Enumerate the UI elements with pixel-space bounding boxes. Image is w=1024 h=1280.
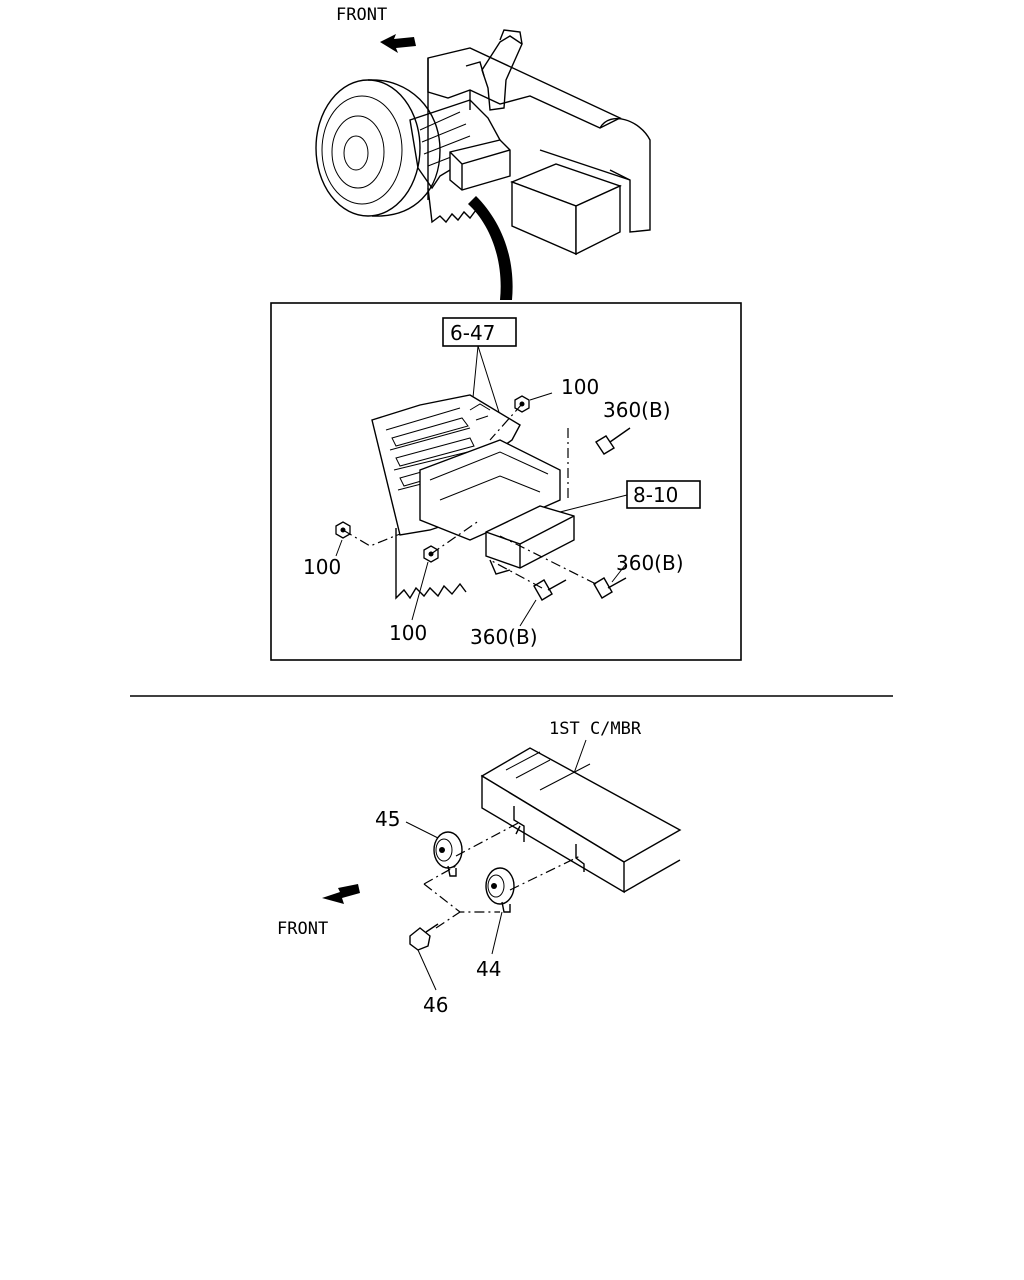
- ref-box-8-10: [626, 480, 701, 509]
- callout-nut-bottom: 100: [389, 621, 427, 645]
- front-arrow-icon: [322, 884, 360, 904]
- callout-bolt-bottom: 360(B): [470, 625, 538, 649]
- tire-illustration: [315, 79, 441, 217]
- frame-rail-illustration: [427, 47, 651, 233]
- member-label: 1ST C/MBR: [549, 719, 642, 739]
- crossmember-illustration: [480, 747, 682, 894]
- bolt-icon: [595, 427, 631, 455]
- front-arrow-icon: [380, 34, 416, 53]
- front-label-top: FRONT: [336, 5, 387, 25]
- bottom-horn-view: 1ST C/MBR: [277, 719, 682, 1017]
- callout-horn-lower: 44: [476, 957, 501, 981]
- callout-bolt-top: 360(B): [603, 398, 671, 422]
- bolt-icon: [533, 579, 567, 601]
- ref-label-8-10: 8-10: [633, 483, 678, 507]
- callout-bolt: 46: [423, 993, 448, 1017]
- relay-box-small: [449, 139, 511, 191]
- battery-box-illustration: [510, 149, 631, 256]
- top-vehicle-view: FRONT: [315, 5, 651, 300]
- horn-icon: [433, 831, 463, 877]
- detail-assembly: 6-47 8-10: [303, 317, 701, 649]
- ref-box-6-47: [442, 317, 517, 347]
- callout-bolt-right: 360(B): [616, 551, 684, 575]
- bracket-upright: [465, 29, 523, 111]
- callout-nut-top: 100: [561, 375, 599, 399]
- detail-pointer-arrow: [468, 196, 513, 300]
- horn-icon: [485, 867, 515, 913]
- bolt-icon: [409, 923, 439, 951]
- bolt-icon: [593, 577, 627, 599]
- ref-label-6-47: 6-47: [450, 321, 495, 345]
- callout-horn-upper: 45: [375, 807, 400, 831]
- detail-frame: [270, 302, 742, 661]
- front-label-bottom: FRONT: [277, 919, 328, 939]
- callout-nut-left: 100: [303, 555, 341, 579]
